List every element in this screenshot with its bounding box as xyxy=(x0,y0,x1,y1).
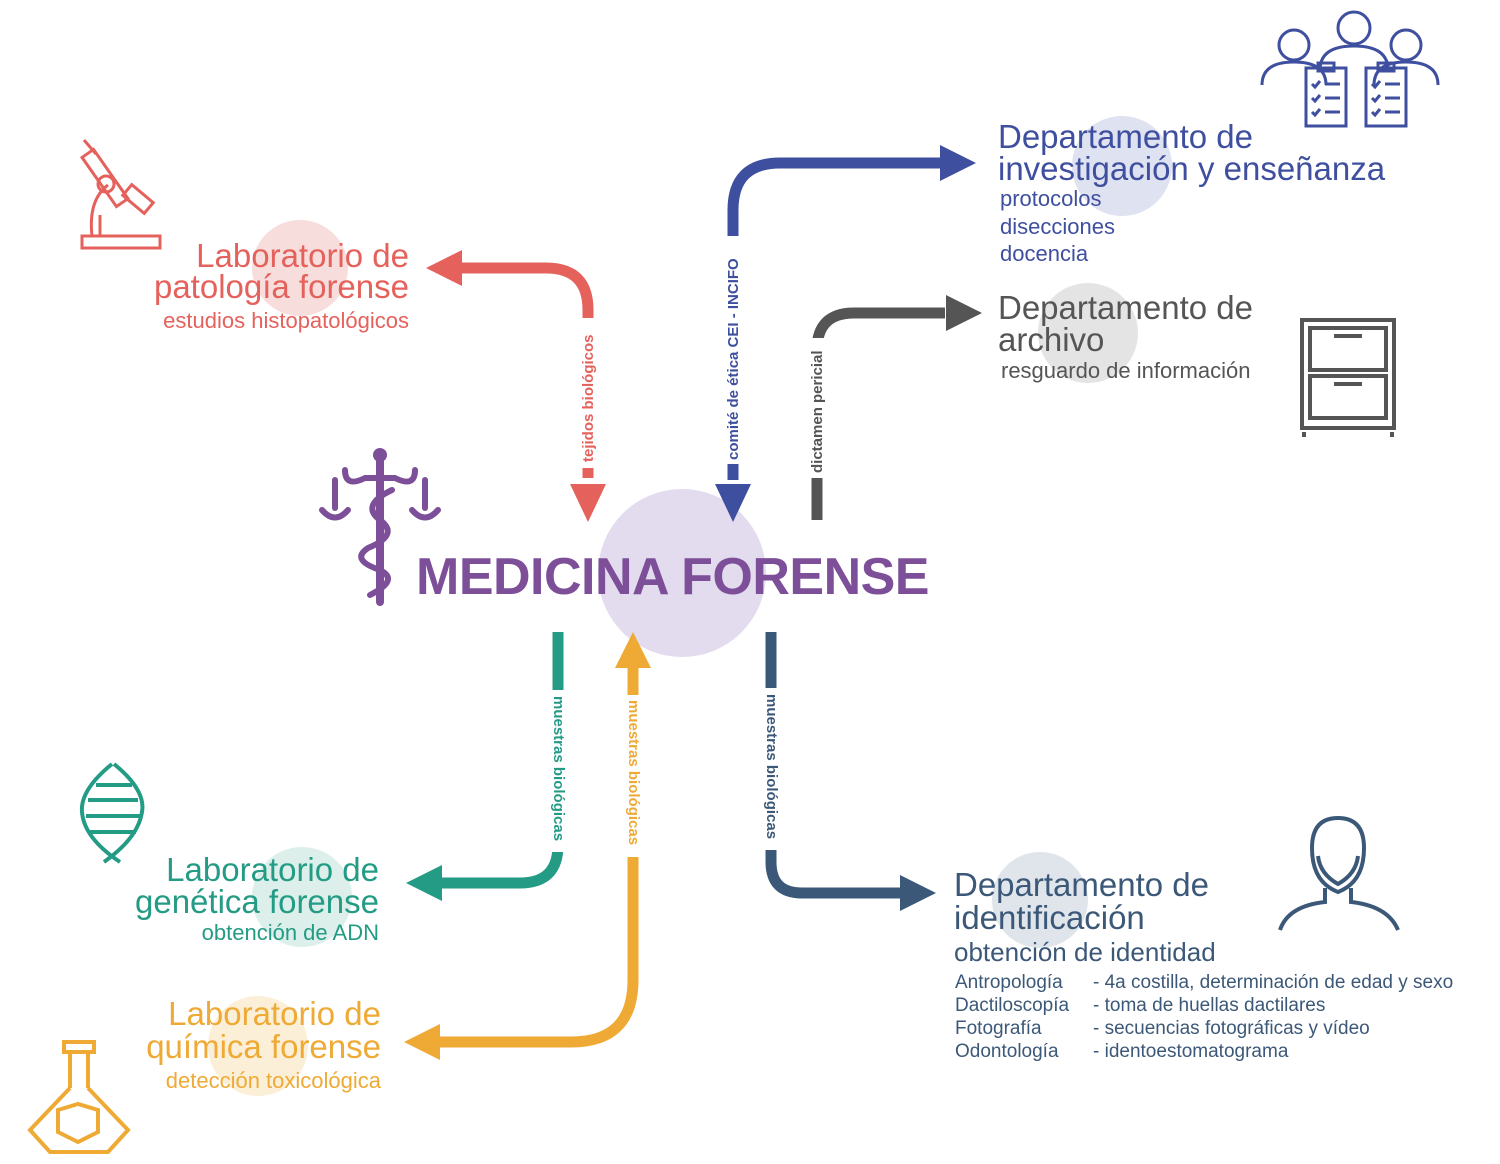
microscope-icon xyxy=(79,139,162,250)
center-circle xyxy=(598,489,766,657)
area-cell: Odontología xyxy=(955,1041,1059,1062)
table-row: Antropología - 4a costilla, determinació… xyxy=(955,972,1485,994)
arrow-label-genetica: muestras biológicas xyxy=(550,696,567,842)
archivo-title-line2: archivo xyxy=(998,321,1105,358)
archivo-subtitle: resguardo de información xyxy=(1001,358,1251,383)
arrow-quimica xyxy=(404,632,651,1060)
identificacion-title-line1: Departamento de xyxy=(954,866,1209,903)
team-clipboard-icon xyxy=(1260,10,1440,128)
desc-cell: - toma de huellas dactilares xyxy=(1093,995,1326,1016)
archivo-title-line1: Departamento de xyxy=(998,289,1253,326)
table-row: Odontología - identoestomatograma xyxy=(955,1041,1485,1063)
genetica-title-line2: genética forense xyxy=(134,883,379,920)
arrow-label-investigacion: comité de ética CEI - INCIFO xyxy=(725,258,742,460)
identificacion-subtitle: obtención de identidad xyxy=(954,937,1216,967)
investigacion-title-line2: investigación y enseñanza xyxy=(998,150,1386,187)
filing-cabinet-icon xyxy=(1300,318,1396,437)
table-row: Dactiloscopía - toma de huellas dactilar… xyxy=(955,995,1485,1017)
arrow-label-archivo: dictamen pericial xyxy=(809,350,826,473)
caduceus-icon xyxy=(319,448,441,606)
desc-cell: - identoestomatograma xyxy=(1093,1041,1289,1062)
identificacion-circle xyxy=(992,852,1088,948)
genetica-subtitle: obtención de ADN xyxy=(201,920,379,945)
quimica-title-line1: Laboratorio de xyxy=(168,995,381,1032)
arrow-investigacion xyxy=(715,145,976,522)
arrow-label-identificacion: muestras biológicas xyxy=(763,694,780,840)
desc-cell: - 4a costilla, determinación de edad y s… xyxy=(1093,972,1454,993)
dna-icon xyxy=(79,762,145,864)
desc-cell: - secuencias fotográficas y vídeo xyxy=(1093,1018,1370,1039)
genetica-title-line1: Laboratorio de xyxy=(166,851,379,888)
quimica-title-line2: química forense xyxy=(146,1028,381,1065)
investigacion-item-disecciones: disecciones xyxy=(1000,214,1115,239)
arrow-archivo xyxy=(811,295,982,520)
area-cell: Fotografía xyxy=(955,1018,1042,1039)
area-cell: Dactiloscopía xyxy=(955,995,1070,1016)
genetica-circle xyxy=(252,847,352,947)
quimica-subtitle: detección toxicológica xyxy=(165,1068,381,1093)
patologia-circle xyxy=(252,220,348,316)
quimica-circle xyxy=(208,996,308,1096)
arrow-label-patologia: tejidos biológicos xyxy=(580,334,597,462)
investigacion-item-protocolos: protocolos xyxy=(1000,186,1102,211)
archivo-circle xyxy=(1038,283,1138,383)
area-cell: Antropología xyxy=(955,972,1063,993)
arrow-genetica xyxy=(406,632,564,901)
person-silhouette-icon xyxy=(1278,815,1400,931)
investigacion-circle xyxy=(1072,116,1172,216)
arrow-patologia xyxy=(426,250,606,522)
arrow-label-quimica: muestras biológicas xyxy=(625,700,642,846)
patologia-title-line2: patología forense xyxy=(153,268,409,305)
arrow-identificacion xyxy=(765,632,936,911)
identificacion-title-line2: identificación xyxy=(954,899,1145,936)
flask-icon xyxy=(27,1040,131,1154)
patologia-subtitle: estudios histopatológicos xyxy=(163,308,409,333)
patologia-title-line1: Laboratorio de xyxy=(196,237,409,274)
investigacion-item-docencia: docencia xyxy=(1000,241,1089,266)
table-row: Fotografía - secuencias fotográficas y v… xyxy=(955,1018,1485,1040)
center-title: MEDICINA FORENSE xyxy=(416,548,930,606)
identificacion-table: Antropología - 4a costilla, determinació… xyxy=(955,972,1485,1064)
investigacion-title-line1: Departamento de xyxy=(998,118,1253,155)
